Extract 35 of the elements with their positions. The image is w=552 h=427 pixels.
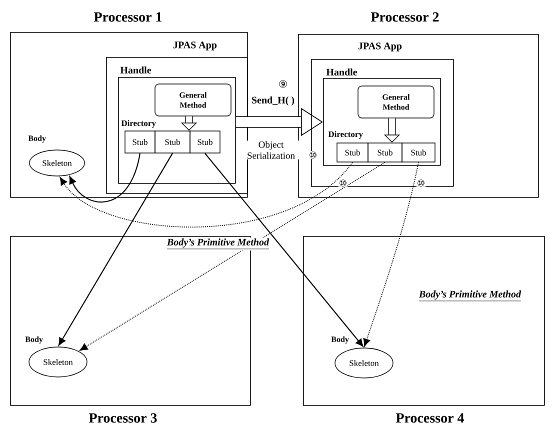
edge-label: ⑩ (338, 179, 348, 187)
arrow (58, 153, 173, 346)
arrow (80, 162, 386, 351)
node-label: Processor 2 (370, 12, 439, 22)
edge-label: Send_H( ) (250, 96, 296, 106)
method-label: Body’s Primitive Method (166, 237, 270, 251)
node-label: JPAS App (173, 42, 217, 50)
directory-label: Directory (121, 120, 156, 128)
edge-label: ⑩ (308, 151, 318, 159)
directory-label: Directory (328, 131, 363, 139)
node-label: JPAS App (358, 42, 402, 52)
node-label: Processor 3 (88, 413, 157, 423)
stub-box: Stub (368, 142, 402, 162)
arrow (204, 153, 364, 347)
arrow (60, 162, 353, 228)
node-label: Handle (326, 68, 358, 76)
arrow (69, 153, 141, 203)
method-box: General Method (358, 86, 434, 118)
node-label: Handle (120, 66, 152, 74)
body-label: Body (25, 336, 43, 344)
stub-box: Stub (190, 130, 220, 154)
stub-box: Stub (154, 130, 190, 154)
arrow (363, 162, 419, 347)
body-label: Body (28, 135, 46, 143)
stub-box: Stub (402, 142, 436, 162)
method-label: Body’s Primitive Method (418, 289, 522, 303)
method-box: General Method (154, 84, 232, 116)
edge-label: ⑩ (416, 179, 426, 187)
serialization-label: Object Serialization (238, 140, 304, 160)
body-label: Body (331, 336, 349, 344)
node-label: Processor 4 (396, 413, 464, 423)
stub-box: Stub (124, 130, 156, 154)
step-number: ⑨ (279, 80, 287, 88)
node-label: Processor 1 (94, 12, 162, 22)
stub-box: Stub (336, 142, 368, 162)
